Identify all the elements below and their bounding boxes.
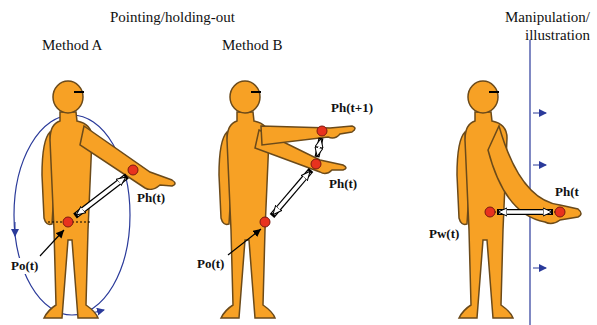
point-label: Ph(t+1) [330,100,374,116]
manipulating-arm [488,126,581,224]
plane-arrow [533,113,546,114]
method-title: Method B [222,36,282,54]
point-label: Ph(t [554,184,580,200]
vector-arrow [317,140,320,156]
leader-arrow [228,229,261,255]
point-label: Ph(t) [136,190,166,206]
origin-point [63,217,73,227]
person-figure [457,81,513,318]
section-heading: Pointing/holding-out [110,8,235,26]
dotted-line [490,211,560,212]
origin-point [260,217,270,227]
hand-point [128,165,138,175]
pointing-arm [261,126,355,145]
hand-point [311,159,321,169]
point-label: Po(t) [10,258,39,274]
workspace-plane [529,40,530,325]
vector-arrow [77,178,125,215]
pointing-arm [80,126,175,189]
vector-outline [497,209,553,215]
person-figure [219,81,275,318]
vector-outline [272,170,311,216]
vector-outline [75,176,127,216]
hand-point [317,126,327,136]
vector-arrow [499,210,551,214]
plane-arrow [533,268,546,269]
rotation-arrow [15,222,16,236]
hand-point [555,207,565,217]
leader-arrow [40,230,64,256]
waist-point [485,207,495,217]
point-label: Po(t) [196,256,225,272]
section-heading: Manipulation/ illustration [452,8,590,44]
point-label: Ph(t) [328,176,358,192]
vector-outline [317,138,321,157]
plane-arrow [533,165,546,166]
method-title: Method A [42,36,102,54]
point-label: Pw(t) [428,226,460,242]
person-figure [42,81,98,318]
vector-arrow [274,172,310,214]
